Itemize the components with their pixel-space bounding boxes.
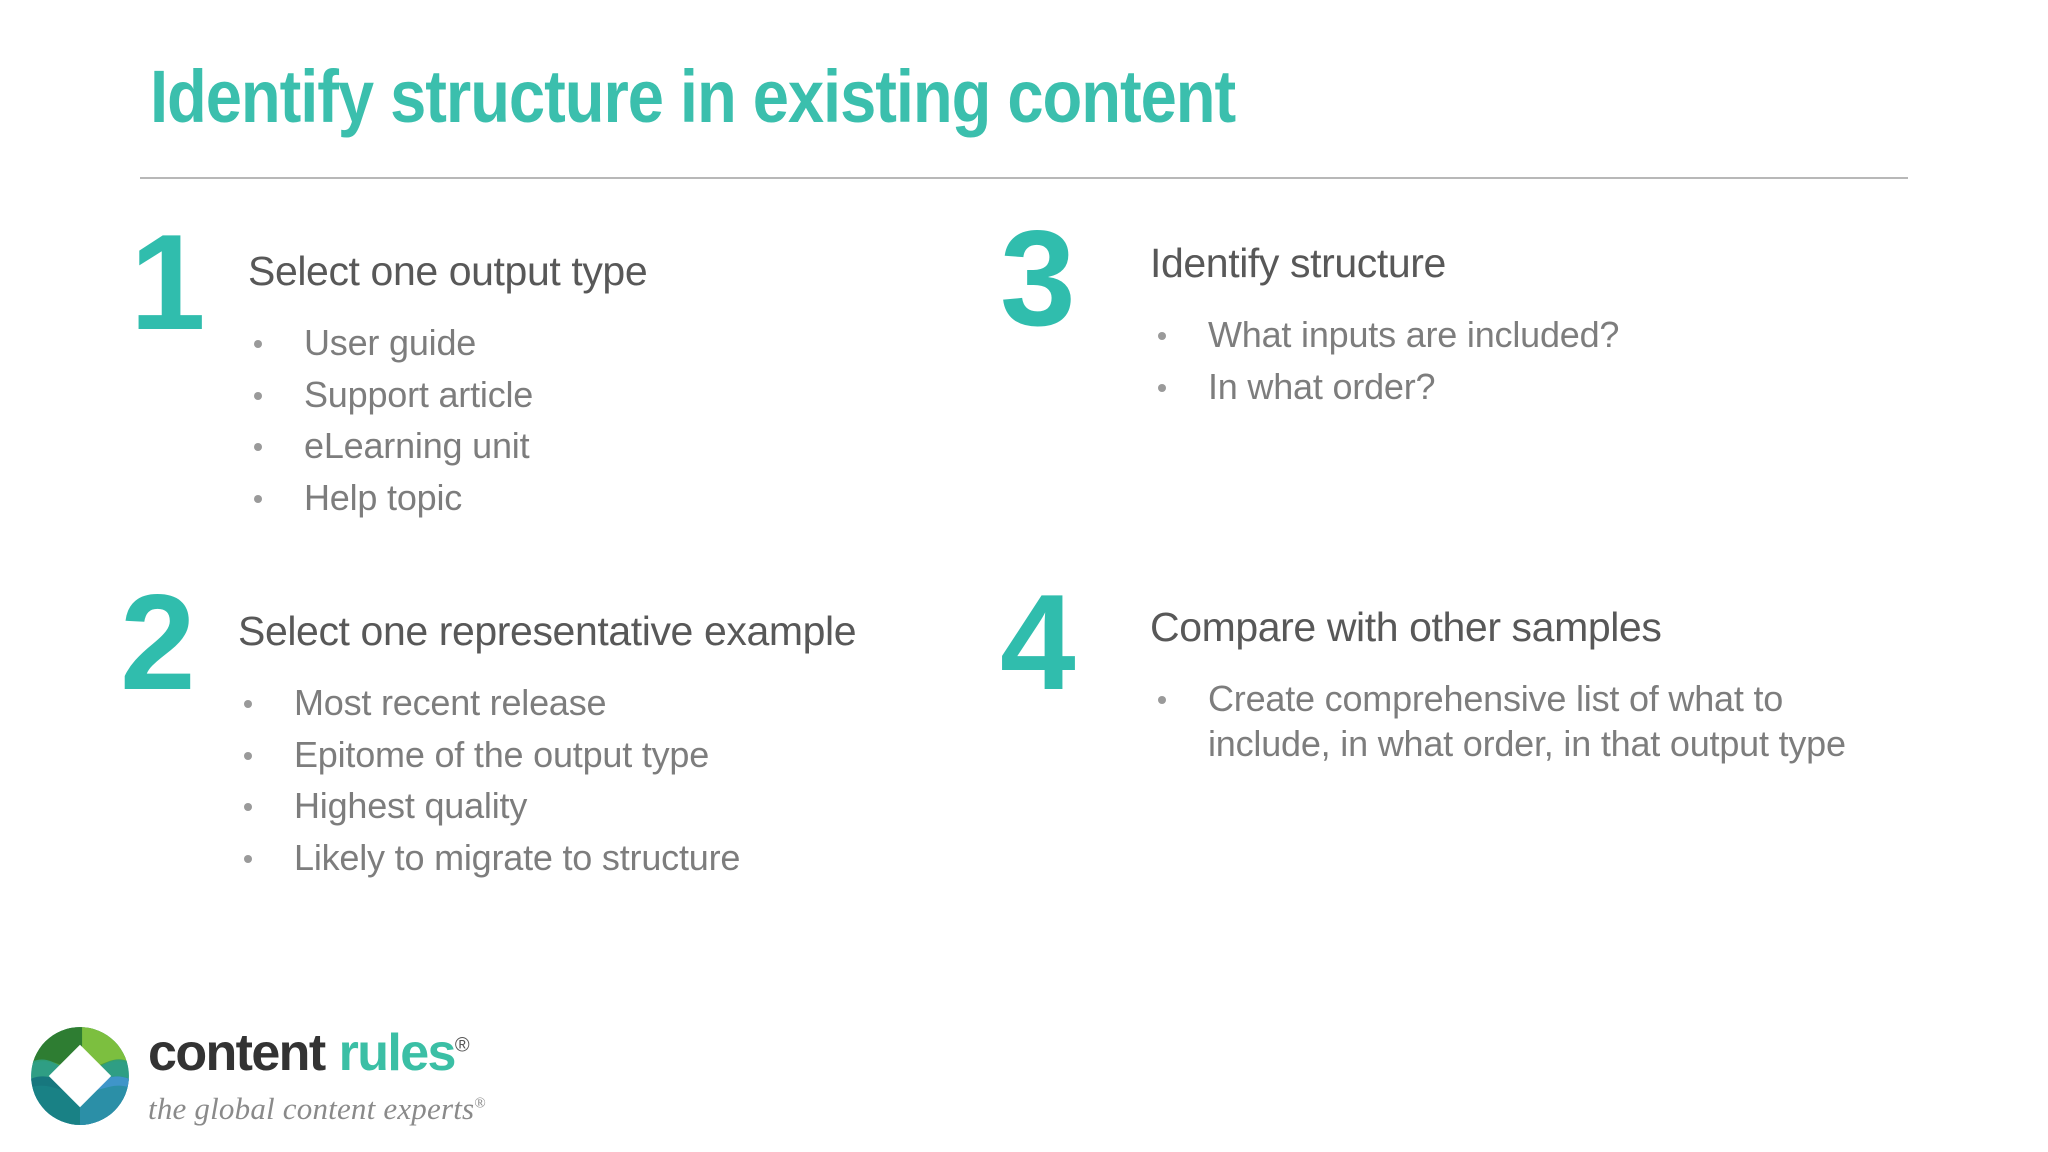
logo-word-content: content [148,1024,326,1082]
step-heading-4: Compare with other samples [1150,604,1662,650]
logo-tagline: the global content experts® [148,1091,486,1127]
step-bullet-list-1: User guide Support article eLearning uni… [248,321,960,521]
step-number-1: 1 [130,206,206,358]
slide-title: Identify structure in existing content [150,55,1236,138]
step-number-4: 4 [1000,566,1076,718]
title-divider [140,177,1908,179]
list-item: In what order? [1150,365,1900,410]
step-item-1: 1 Select one output type User guide Supp… [130,214,960,527]
step-heading-2: Select one representative example [238,608,857,654]
step-heading-3: Identify structure [1150,240,1446,286]
list-item: eLearning unit [248,424,960,469]
step-number-2: 2 [120,566,196,718]
step-item-4: 4 Compare with other samples Create comp… [1000,574,1920,773]
registered-mark-icon: ® [454,1034,470,1057]
list-item: Epitome of the output type [238,733,980,778]
list-item: User guide [248,321,960,366]
step-bullet-list-3: What inputs are included? In what order? [1150,313,1900,409]
logo-word-rules: rules [338,1024,457,1082]
step-body-4: Compare with other samples Create compre… [1150,595,1920,773]
list-item: Create comprehensive list of what to inc… [1150,677,1848,766]
list-item: Likely to migrate to structure [238,836,980,881]
step-number-3: 3 [1000,202,1076,354]
list-item: What inputs are included? [1150,313,1900,358]
logo-tagline-text: the global content experts [148,1091,475,1126]
step-item-3: 3 Identify structure What inputs are inc… [1000,210,1900,416]
content-rules-circle-diamond-logo-icon [31,1027,129,1125]
list-item: Highest quality [238,784,980,829]
step-bullet-list-4: Create comprehensive list of what to inc… [1150,677,1920,766]
list-item: Most recent release [238,681,980,726]
step-bullet-list-2: Most recent release Epitome of the outpu… [238,681,980,881]
registered-mark-icon: ® [474,1095,486,1112]
list-item: Help topic [248,476,960,521]
step-heading-1: Select one output type [248,248,648,294]
step-body-1: Select one output type User guide Suppor… [248,235,960,527]
step-body-3: Identify structure What inputs are inclu… [1150,231,1900,416]
step-body-2: Select one representative example Most r… [238,595,980,887]
steps-grid: 1 Select one output type User guide Supp… [0,210,2048,915]
list-item: Support article [248,373,960,418]
step-item-2: 2 Select one representative example Most… [120,574,980,887]
